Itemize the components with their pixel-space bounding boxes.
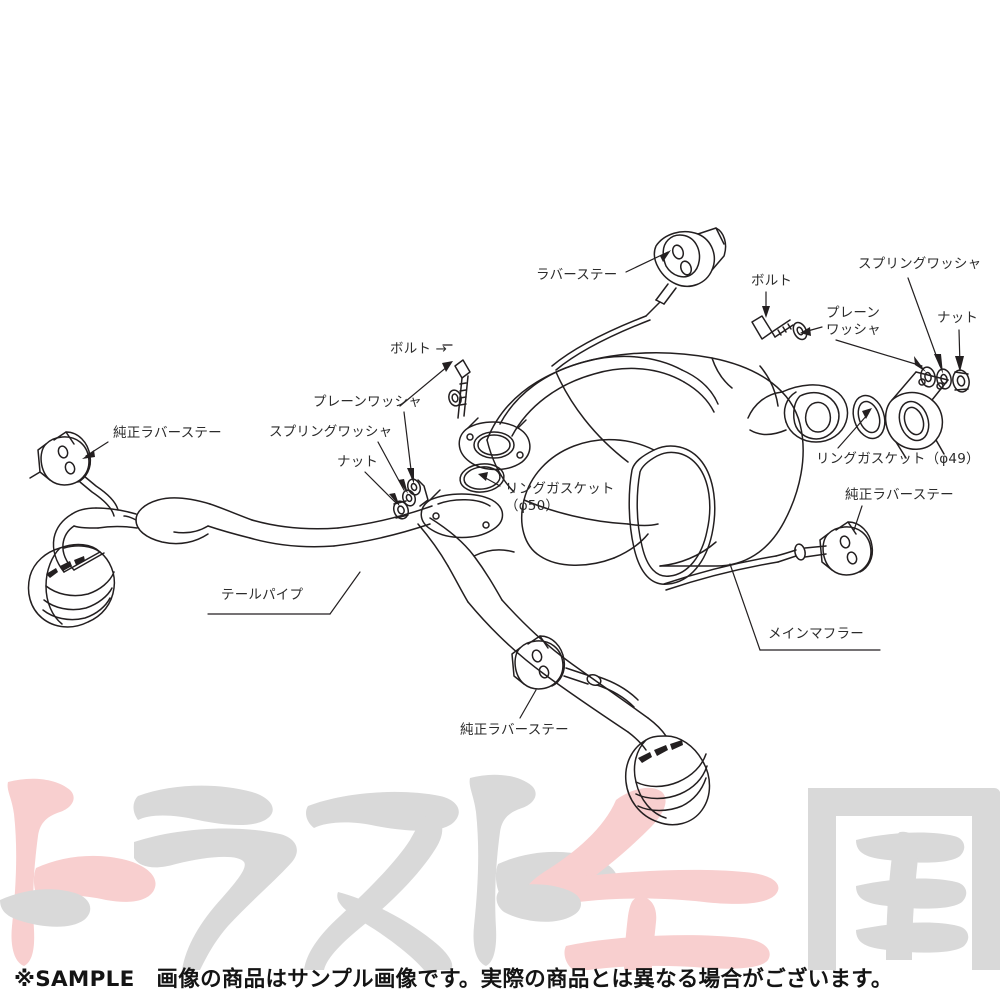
hardware-cluster-top-right: [920, 366, 970, 393]
label-tail-pipe: テールパイプ: [221, 587, 304, 603]
label-nut-center: ナット: [337, 454, 379, 470]
muffler-inlet-pipe: [747, 384, 849, 443]
label-ring-gasket-50: リングガスケット （φ50）: [505, 481, 615, 515]
right-exhaust-tip: [624, 735, 711, 826]
label-plain-washer-center: プレーンワッシャ: [313, 394, 422, 410]
label-oem-rubber-stay-bottom: 純正ラバーステー: [460, 722, 569, 738]
label-spring-washer-center: スプリングワッシャ: [269, 424, 393, 440]
label-bolt-center: ボルト →: [390, 341, 448, 357]
upper-hanger-rod: [551, 315, 651, 371]
label-plain-washer-top: プレーン ワッシャ: [826, 305, 881, 339]
bolt-top-right: [751, 315, 808, 341]
oem-rubber-stay-right: [819, 521, 874, 576]
label-oem-rubber-stay-right: 純正ラバーステー: [845, 487, 954, 503]
label-oem-rubber-stay-left: 純正ラバーステー: [113, 425, 222, 441]
label-bolt-top-right: ボルト: [751, 273, 793, 289]
center-flange-upper: [458, 417, 531, 471]
center-flange-lower: [420, 489, 504, 539]
oem-rubber-stay-bottom: [511, 635, 639, 708]
hardware-cluster-center: [392, 478, 429, 520]
ring-gasket-49: [852, 394, 886, 440]
label-ring-gasket-49: リングガスケット（φ49）: [816, 451, 980, 467]
center-pipe-junction: [333, 505, 515, 603]
sample-disclaimer-caption: ※SAMPLE 画像の商品はサンプル画像です。実際の商品とは異なる場合がございま…: [14, 967, 893, 992]
main-muffler-body: [486, 352, 804, 585]
exhaust-system-line-drawing: [27, 227, 970, 826]
left-center-pipe: [71, 497, 339, 548]
label-rubber-stay-top: ラバーステー: [536, 267, 618, 283]
center-flange-bolt: [448, 359, 471, 419]
center-pipe-arch: [499, 355, 719, 437]
ring-gasket-50: [459, 463, 505, 493]
left-exhaust-tip: [27, 543, 116, 628]
label-spring-washer-top: スプリングワッシャ: [858, 256, 982, 272]
right-tail-pipe: [467, 599, 667, 751]
label-nut-top-right: ナット: [937, 310, 979, 326]
leader-lines: [82, 250, 964, 719]
rubber-stay-top: [645, 227, 727, 317]
label-main-muffler: メインマフラー: [768, 626, 864, 642]
